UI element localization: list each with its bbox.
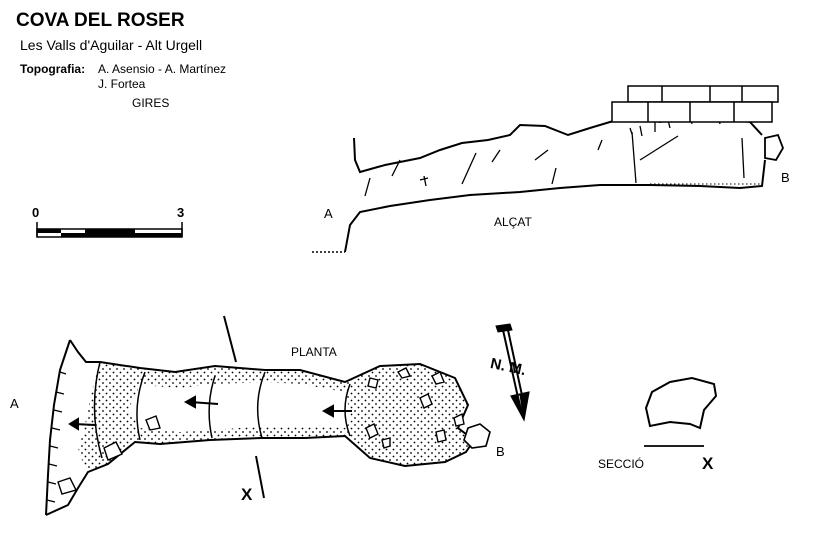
section-cut-mark: X [702, 454, 714, 473]
scale-bar: 0 3 [32, 205, 184, 238]
topography-label: Topografia: [20, 62, 85, 76]
north-arrow-icon [495, 323, 530, 422]
north-label: N. M. [489, 355, 528, 379]
group-name: GIRES [132, 96, 169, 110]
authors-line-2: J. Fortea [98, 77, 146, 91]
plan-point-a: A [10, 396, 19, 411]
elevation-profile [312, 85, 784, 253]
elevation-label: ALÇAT [494, 215, 532, 229]
scale-end-label: 3 [177, 205, 184, 220]
plan-point-b: B [496, 444, 505, 459]
cross-section [644, 376, 718, 447]
cave-title: COVA DEL ROSER [16, 10, 185, 31]
plan-label: PLANTA [291, 345, 337, 359]
section-label: SECCIÓ [598, 456, 644, 471]
plan-view [45, 315, 491, 516]
authors-line-1: A. Asensio - A. Martínez [98, 62, 226, 76]
plan-cut-mark: X [241, 485, 253, 504]
elevation-point-b: B [781, 170, 790, 185]
elevation-point-a: A [324, 206, 333, 221]
scale-start-label: 0 [32, 205, 39, 220]
cave-location: Les Valls d'Aguilar - Alt Urgell [20, 37, 202, 53]
